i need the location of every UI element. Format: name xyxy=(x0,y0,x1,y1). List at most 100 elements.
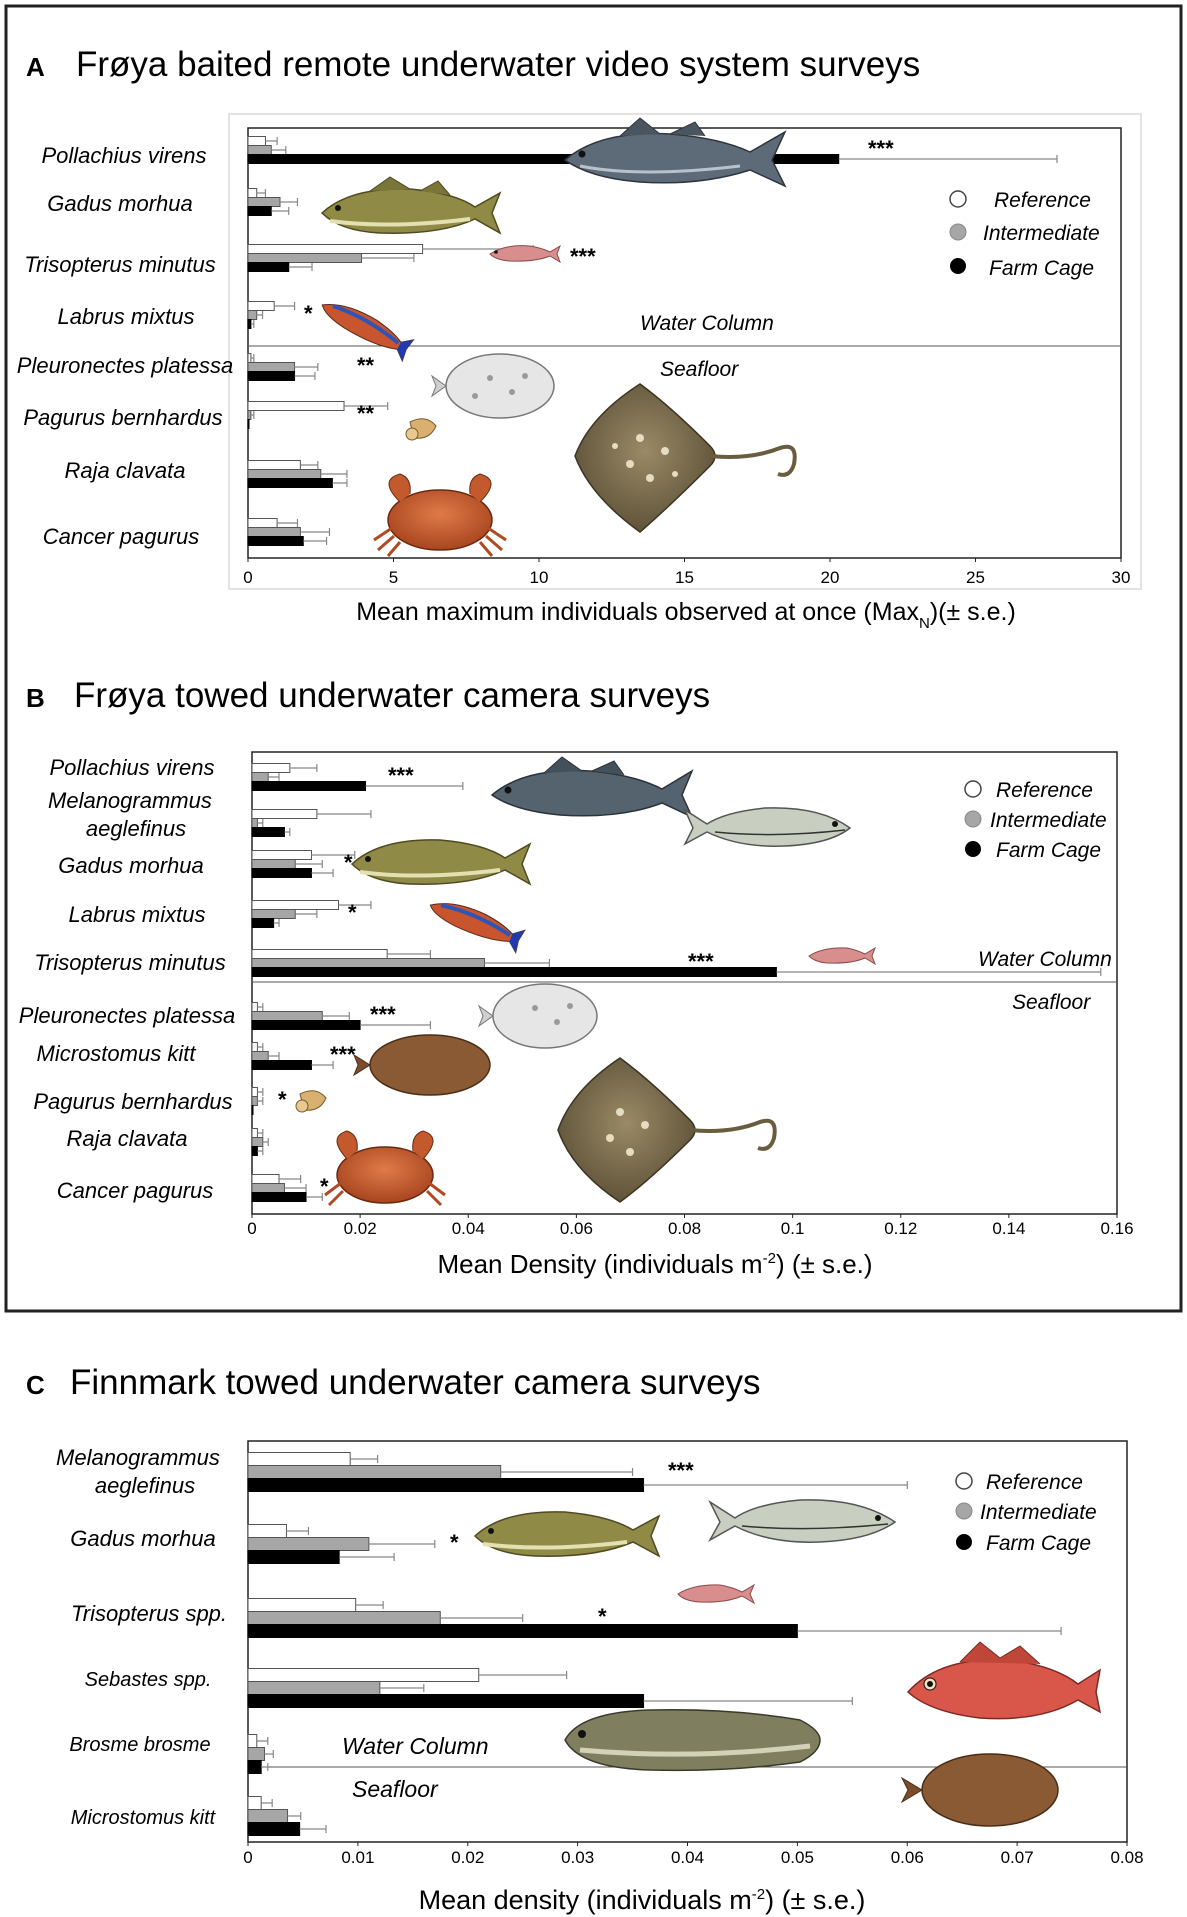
panel-a-zone-upper: Water Column xyxy=(640,312,774,335)
x-tick-label: 25 xyxy=(966,568,985,587)
error-bar-intermediate-pagurus-bernhardus xyxy=(257,1097,264,1105)
x-tick-label: 0.03 xyxy=(561,1848,594,1867)
error-bar-farm-cage-microstomus-kitt xyxy=(299,1825,327,1833)
error-bar-intermediate-brosme-brosme xyxy=(264,1750,274,1758)
bar-intermediate-raja-clavata xyxy=(251,1137,264,1147)
bar-reference-melanogrammus-aeglefinus xyxy=(251,809,318,819)
error-bar-intermediate-microstomus-kitt xyxy=(287,1812,302,1820)
legend-farm-cage-marker xyxy=(965,841,981,857)
panel-b-label-gadus-morhua: Gadus morhua xyxy=(58,853,204,878)
bar-farm-cage-pleuronectes-platessa xyxy=(251,1020,361,1030)
x-tick-label: 0.1 xyxy=(781,1219,805,1238)
bar-reference-labrus-mixtus xyxy=(247,301,275,311)
bar-intermediate-trisopterus-minutus xyxy=(247,253,362,263)
panel-a-label-trisopterus-minutus: Trisopterus minutus xyxy=(24,252,216,277)
legend-intermediate-label: Intermediate xyxy=(983,222,1100,245)
bar-farm-cage-labrus-mixtus xyxy=(251,918,275,928)
legend-intermediate-label: Intermediate xyxy=(990,809,1107,832)
error-bar-farm-cage-pollachius-virens xyxy=(838,155,1058,163)
bar-reference-trisopterus-spp xyxy=(247,1598,357,1612)
error-bar-reference-brosme-brosme xyxy=(256,1737,269,1745)
panel-c-label-melanogrammus-aeglefinus: Melanogrammus aeglefinus xyxy=(56,1445,226,1498)
bar-intermediate-cancer-pagurus xyxy=(247,527,301,537)
bar-farm-cage-gadus-morhua xyxy=(251,868,312,878)
panel-b-label-pagurus-bernhardus: Pagurus bernhardus xyxy=(33,1089,232,1114)
bar-intermediate-trisopterus-spp xyxy=(247,1611,441,1625)
legend-intermediate-marker xyxy=(964,810,982,828)
error-bar-farm-cage-pollachius-virens xyxy=(365,782,464,790)
bar-reference-gadus-morhua xyxy=(247,188,258,198)
x-tick-label: 10 xyxy=(530,568,549,587)
bar-intermediate-trisopterus-minutus xyxy=(251,958,485,968)
panel-c-legend: Reference Intermediate Farm Cage xyxy=(955,1471,1097,1555)
error-bar-reference-raja-clavata xyxy=(257,1129,264,1137)
significance-labrus-mixtus: * xyxy=(304,301,313,326)
cod-illustration xyxy=(473,1511,661,1558)
error-bar-farm-cage-melanogrammus-aeglefinus xyxy=(284,828,291,836)
bar-intermediate-melanogrammus-aeglefinus xyxy=(247,1465,502,1479)
panel-b-label-melanogrammus-aeglefinus: Melanogrammus aeglefinus xyxy=(48,788,218,841)
error-bar-intermediate-pollachius-virens xyxy=(271,146,287,154)
lemon-sole-illustration xyxy=(352,1034,491,1096)
error-bar-intermediate-raja-clavata xyxy=(262,1138,269,1146)
error-bar-farm-cage-gadus-morhua xyxy=(271,207,290,215)
panel-b-label-cancer-pagurus: Cancer pagurus xyxy=(57,1178,214,1203)
panel-c-species-labels: Melanogrammus aeglefinus Gadus morhua Tr… xyxy=(56,1445,227,1829)
error-bar-reference-pleuronectes-platessa xyxy=(250,354,255,362)
error-bar-reference-pleuronectes-platessa xyxy=(257,1003,264,1011)
legend-farm-cage-label: Farm Cage xyxy=(986,1532,1091,1555)
error-bar-farm-cage-cancer-pagurus xyxy=(306,1193,323,1201)
bar-reference-pagurus-bernhardus xyxy=(251,1087,258,1097)
bar-intermediate-sebastes-spp xyxy=(247,1681,381,1695)
error-bar-reference-pagurus-bernhardus xyxy=(344,402,389,410)
error-bar-reference-cancer-pagurus xyxy=(277,519,299,527)
bar-reference-labrus-mixtus xyxy=(251,900,339,910)
panel-c-label-sebastes-spp: Sebastes spp. xyxy=(85,1669,212,1691)
bar-intermediate-gadus-morhua xyxy=(251,859,296,869)
error-bar-farm-cage-labrus-mixtus xyxy=(250,320,255,328)
legend-reference-label: Reference xyxy=(994,189,1091,212)
panel-a-letter: A xyxy=(26,52,45,82)
panel-a-species-labels: Pollachius virens Gadus morhua Trisopter… xyxy=(17,143,233,549)
bar-reference-microstomus-kitt xyxy=(247,1796,262,1810)
bar-farm-cage-pollachius-virens xyxy=(251,781,367,791)
error-bar-intermediate-pleuronectes-platessa xyxy=(294,363,319,371)
thornback-ray-illustration xyxy=(557,1057,777,1203)
panel-b-label-pollachius-virens: Pollachius virens xyxy=(49,755,214,780)
cod-illustration xyxy=(320,176,502,235)
bar-reference-pollachius-virens xyxy=(247,136,266,146)
panel-a: A Frøya baited remote underwater video s… xyxy=(17,45,1142,632)
bar-intermediate-brosme-brosme xyxy=(247,1747,265,1761)
panel-a-bars: *********** xyxy=(247,136,1058,546)
x-tick-label: 0.04 xyxy=(671,1848,704,1867)
saithe-illustration xyxy=(563,117,787,188)
x-tick-label: 0 xyxy=(247,1219,256,1238)
error-bar-reference-microstomus-kitt xyxy=(257,1043,264,1051)
panel-b-label-raja-clavata: Raja clavata xyxy=(66,1126,187,1151)
error-bar-reference-labrus-mixtus xyxy=(338,901,372,909)
significance-pleuronectes-platessa: *** xyxy=(370,1002,396,1027)
legend-intermediate-label: Intermediate xyxy=(980,1501,1097,1524)
error-bar-reference-gadus-morhua xyxy=(311,851,356,859)
panel-c-illustrations xyxy=(473,1499,1102,1827)
bar-reference-trisopterus-minutus xyxy=(251,949,388,959)
saithe-illustration xyxy=(490,756,694,819)
significance-gadus-morhua: * xyxy=(344,850,353,875)
x-tick-label: 0.16 xyxy=(1100,1219,1133,1238)
error-bar-reference-cancer-pagurus xyxy=(279,1175,302,1183)
bar-reference-raja-clavata xyxy=(251,1128,258,1138)
bar-reference-pleuronectes-platessa xyxy=(251,1002,258,1012)
lemon-sole-illustration xyxy=(900,1753,1059,1827)
error-bar-reference-melanogrammus-aeglefinus xyxy=(316,810,372,818)
significance-melanogrammus-aeglefinus: *** xyxy=(668,1458,694,1483)
significance-gadus-morhua: * xyxy=(450,1530,459,1555)
error-bar-intermediate-pagurus-bernhardus xyxy=(250,411,255,419)
significance-trisopterus-spp: * xyxy=(598,1604,607,1629)
x-tick-label: 0.01 xyxy=(341,1848,374,1867)
panel-c-label-microstomus-kitt: Microstomus kitt xyxy=(71,1807,217,1829)
panel-c-label-gadus-morhua: Gadus morhua xyxy=(70,1526,216,1551)
legend-reference-marker xyxy=(955,1472,973,1490)
error-bar-farm-cage-raja-clavata xyxy=(332,479,348,487)
bar-intermediate-gadus-morhua xyxy=(247,1537,370,1551)
significance-trisopterus-minutus: *** xyxy=(688,949,714,974)
